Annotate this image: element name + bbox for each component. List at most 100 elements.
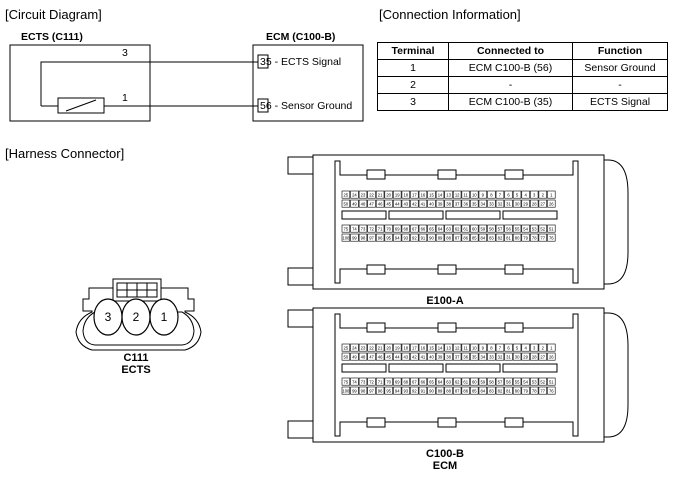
- table-row: 2 - -: [377, 76, 668, 94]
- pin-number: 26: [549, 355, 554, 360]
- pin-number: 83: [489, 389, 494, 394]
- locking-tab: [504, 169, 524, 180]
- pin-cell: [350, 352, 359, 361]
- pin-cell: [375, 352, 385, 361]
- locking-tab: [437, 322, 457, 333]
- locking-tab: [366, 169, 386, 180]
- pin-cell: [487, 377, 496, 386]
- sensor-loop-wire: [40, 61, 150, 106]
- pin-number: 8: [490, 193, 493, 198]
- keying-slot: [502, 363, 558, 373]
- pin-cell: [410, 386, 419, 395]
- pin-cell: [341, 199, 351, 208]
- c100b-caption-name: ECM: [432, 460, 458, 472]
- pin-number: 9: [482, 346, 485, 351]
- pin-number: 85: [472, 389, 477, 394]
- connection-info-heading: [Connection Information]: [379, 7, 521, 22]
- pin-number: 37: [455, 355, 460, 360]
- ecm-pin-56-label: 56 - Sensor Ground: [260, 100, 352, 112]
- pin-number: 39: [438, 355, 443, 360]
- pin-number: 4: [524, 193, 527, 198]
- pin-cell: [384, 343, 393, 352]
- pin-cell: [530, 224, 539, 233]
- pin-number: 66: [421, 380, 426, 385]
- pin-number: 8: [490, 346, 493, 351]
- pin-number: 51: [549, 380, 554, 385]
- pin-number: 43: [403, 202, 408, 207]
- connector-ear: [287, 309, 315, 328]
- pin-cell: [452, 386, 462, 395]
- pin-number: 36: [463, 202, 468, 207]
- pin-number: 38: [446, 355, 451, 360]
- pin-number: 72: [369, 380, 374, 385]
- pin-cell: [495, 343, 505, 352]
- pin-cell: [512, 224, 522, 233]
- pin-number: 24: [352, 193, 357, 198]
- pin-cell: [427, 377, 436, 386]
- pin-cell: [341, 377, 351, 386]
- pin-cell: [367, 352, 376, 361]
- pin-number: 56: [506, 227, 511, 232]
- pin-number: 35: [472, 202, 477, 207]
- pin-number: 11: [464, 193, 469, 198]
- pin-cell: [461, 343, 470, 352]
- pin-cell: [401, 190, 410, 199]
- pin-cell: [350, 224, 359, 233]
- pin-number: 99: [352, 236, 357, 241]
- ecm-pin-35-label: 35 - ECTS Signal: [260, 56, 341, 68]
- pin-number: 28: [532, 355, 537, 360]
- c111-caption-code: C111: [123, 352, 149, 364]
- pin-cell: [470, 343, 479, 352]
- pin-number: 57: [498, 380, 503, 385]
- pin-cell: [427, 190, 436, 199]
- pin-number: 16: [421, 346, 426, 351]
- pin-number: 73: [361, 227, 366, 232]
- pin-cell: [427, 199, 436, 208]
- pin-cell: [444, 352, 453, 361]
- pin-number: 42: [412, 355, 417, 360]
- pin-number: 84: [481, 389, 486, 394]
- pin-number: 45: [386, 355, 391, 360]
- pin-cell: [512, 386, 522, 395]
- pin-cell: [341, 190, 351, 199]
- pin-cell: [521, 233, 530, 242]
- pin-cell: [487, 224, 496, 233]
- pin-number: 100: [342, 236, 350, 241]
- pin-number: 30: [515, 202, 520, 207]
- pin-cell: [410, 190, 419, 199]
- pin-number: 68: [403, 227, 408, 232]
- pin-number: 80: [515, 236, 520, 241]
- pin-number: 96: [378, 236, 383, 241]
- pin-cell: [341, 352, 351, 361]
- pin-cell: [401, 377, 410, 386]
- pin-number: 20: [386, 346, 391, 351]
- pin-number: 12: [455, 193, 460, 198]
- pin-number: 78: [532, 389, 537, 394]
- pin-number: 79: [523, 236, 528, 241]
- pin-number: 61: [463, 227, 468, 232]
- table-cell: -: [572, 76, 668, 94]
- pin-cell: [504, 343, 513, 352]
- pin-cell: [452, 343, 462, 352]
- pin-number: 48: [361, 202, 366, 207]
- connector-body: [312, 154, 605, 290]
- pin-cell: [521, 343, 530, 352]
- pin-number: 62: [455, 227, 460, 232]
- harness-connector-heading: [Harness Connector]: [5, 146, 125, 161]
- pin-cell: [487, 352, 496, 361]
- pin-cell: [470, 224, 479, 233]
- pin-cell: [418, 190, 428, 199]
- pin-cell: [341, 224, 351, 233]
- pin-number: 94: [395, 389, 400, 394]
- pin-cell: [461, 224, 470, 233]
- pin-cell: [452, 190, 462, 199]
- pin-cell: [375, 343, 385, 352]
- pin-cell: [393, 343, 402, 352]
- pin-cell: [384, 386, 393, 395]
- pin-number: 52: [540, 227, 545, 232]
- pin-cell: [444, 377, 453, 386]
- pin-cell: [470, 199, 479, 208]
- pin-cell: [538, 386, 547, 395]
- pin-number: 58: [489, 227, 494, 232]
- circuit-diagram-heading: [Circuit Diagram]: [5, 7, 102, 22]
